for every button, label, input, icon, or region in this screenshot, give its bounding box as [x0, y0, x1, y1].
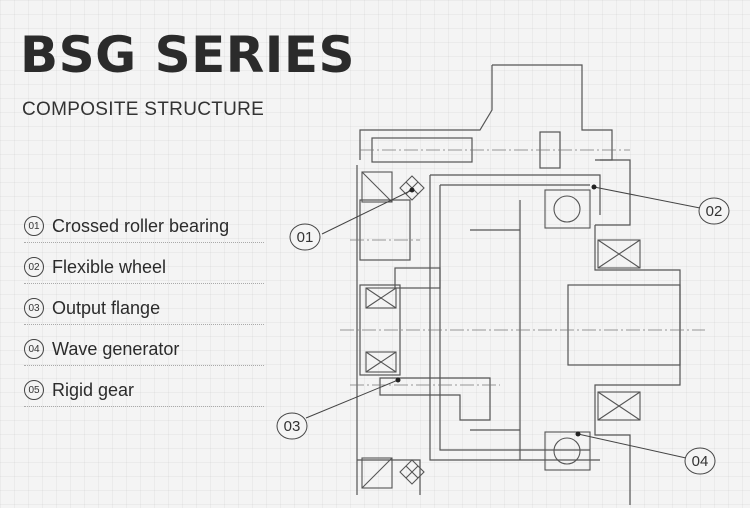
- flexspline-left: [429, 175, 600, 461]
- legend-number-badge: 03: [24, 298, 44, 318]
- legend-item-flexible-wheel: 02 Flexible wheel: [24, 251, 264, 284]
- callout-04-dot: [575, 431, 581, 437]
- page-title: BSG SERIES: [20, 26, 356, 84]
- ball-upper: [553, 195, 581, 223]
- small-bearing-upper: [365, 287, 397, 309]
- crossed-roller-lower: [399, 459, 425, 485]
- callout-01-bubble: [289, 223, 321, 251]
- component-legend: 01 Crossed roller bearing 02 Flexible wh…: [24, 210, 264, 415]
- legend-number-badge: 01: [24, 216, 44, 236]
- crossed-roller-lower-box: [361, 457, 393, 489]
- output-flange-upper: [359, 199, 411, 261]
- lower-housing: [357, 459, 421, 495]
- legend-label: Output flange: [52, 297, 161, 318]
- right-housing-top: [595, 159, 631, 226]
- callout-04-leader: [577, 433, 687, 459]
- ball-lower: [553, 437, 581, 465]
- legend-number-badge: 02: [24, 257, 44, 277]
- legend-item-output-flange: 03 Output flange: [24, 292, 264, 325]
- lower-bolt: [379, 377, 491, 421]
- ball-bearing-lower: [544, 431, 591, 471]
- callout-03-dot: [395, 377, 401, 383]
- wave-generator-rims: [470, 229, 520, 431]
- legend-number-badge: 04: [24, 339, 44, 359]
- output-flange-bolt: [394, 267, 441, 289]
- callout-02-leader: [593, 186, 701, 209]
- callout-01-dot: [409, 187, 415, 193]
- legend-item-crossed-roller-bearing: 01 Crossed roller bearing: [24, 210, 264, 243]
- page-subtitle: COMPOSITE STRUCTURE: [22, 99, 265, 120]
- needle-bearing-lower: [597, 391, 641, 421]
- callout-04-bubble: [684, 447, 716, 475]
- callout-03-bubble: [276, 412, 308, 440]
- crossed-roller-upper-box: [361, 171, 393, 203]
- callout-02-label: 02: [706, 203, 723, 220]
- housing-outline-top: [492, 64, 613, 161]
- right-housing-body: [594, 225, 681, 505]
- callout-01-label: 01: [297, 229, 314, 246]
- callout-01-leader: [321, 189, 413, 235]
- housing-outline-left: [359, 65, 493, 160]
- crossed-roller-upper: [399, 175, 425, 201]
- legend-label: Rigid gear: [52, 379, 135, 400]
- needle-bearing-upper: [597, 239, 641, 269]
- small-bearing-lower: [365, 351, 397, 373]
- legend-label: Flexible wheel: [52, 256, 167, 277]
- wave-generator-hub: [567, 284, 681, 366]
- callout-03-leader: [305, 379, 399, 419]
- callout-03-label: 03: [284, 418, 301, 435]
- output-flange-core: [359, 284, 401, 376]
- legend-item-rigid-gear: 05 Rigid gear: [24, 374, 264, 407]
- callout-02-bubble: [698, 197, 730, 225]
- legend-item-wave-generator: 04 Wave generator: [24, 333, 264, 366]
- legend-label: Crossed roller bearing: [52, 215, 230, 236]
- legend-number-badge: 05: [24, 380, 44, 400]
- callout-04-label: 04: [692, 453, 709, 470]
- flexspline-top: [430, 174, 601, 215]
- callout-02-dot: [591, 184, 597, 190]
- ball-bearing-upper: [544, 189, 591, 229]
- legend-label: Wave generator: [52, 338, 180, 359]
